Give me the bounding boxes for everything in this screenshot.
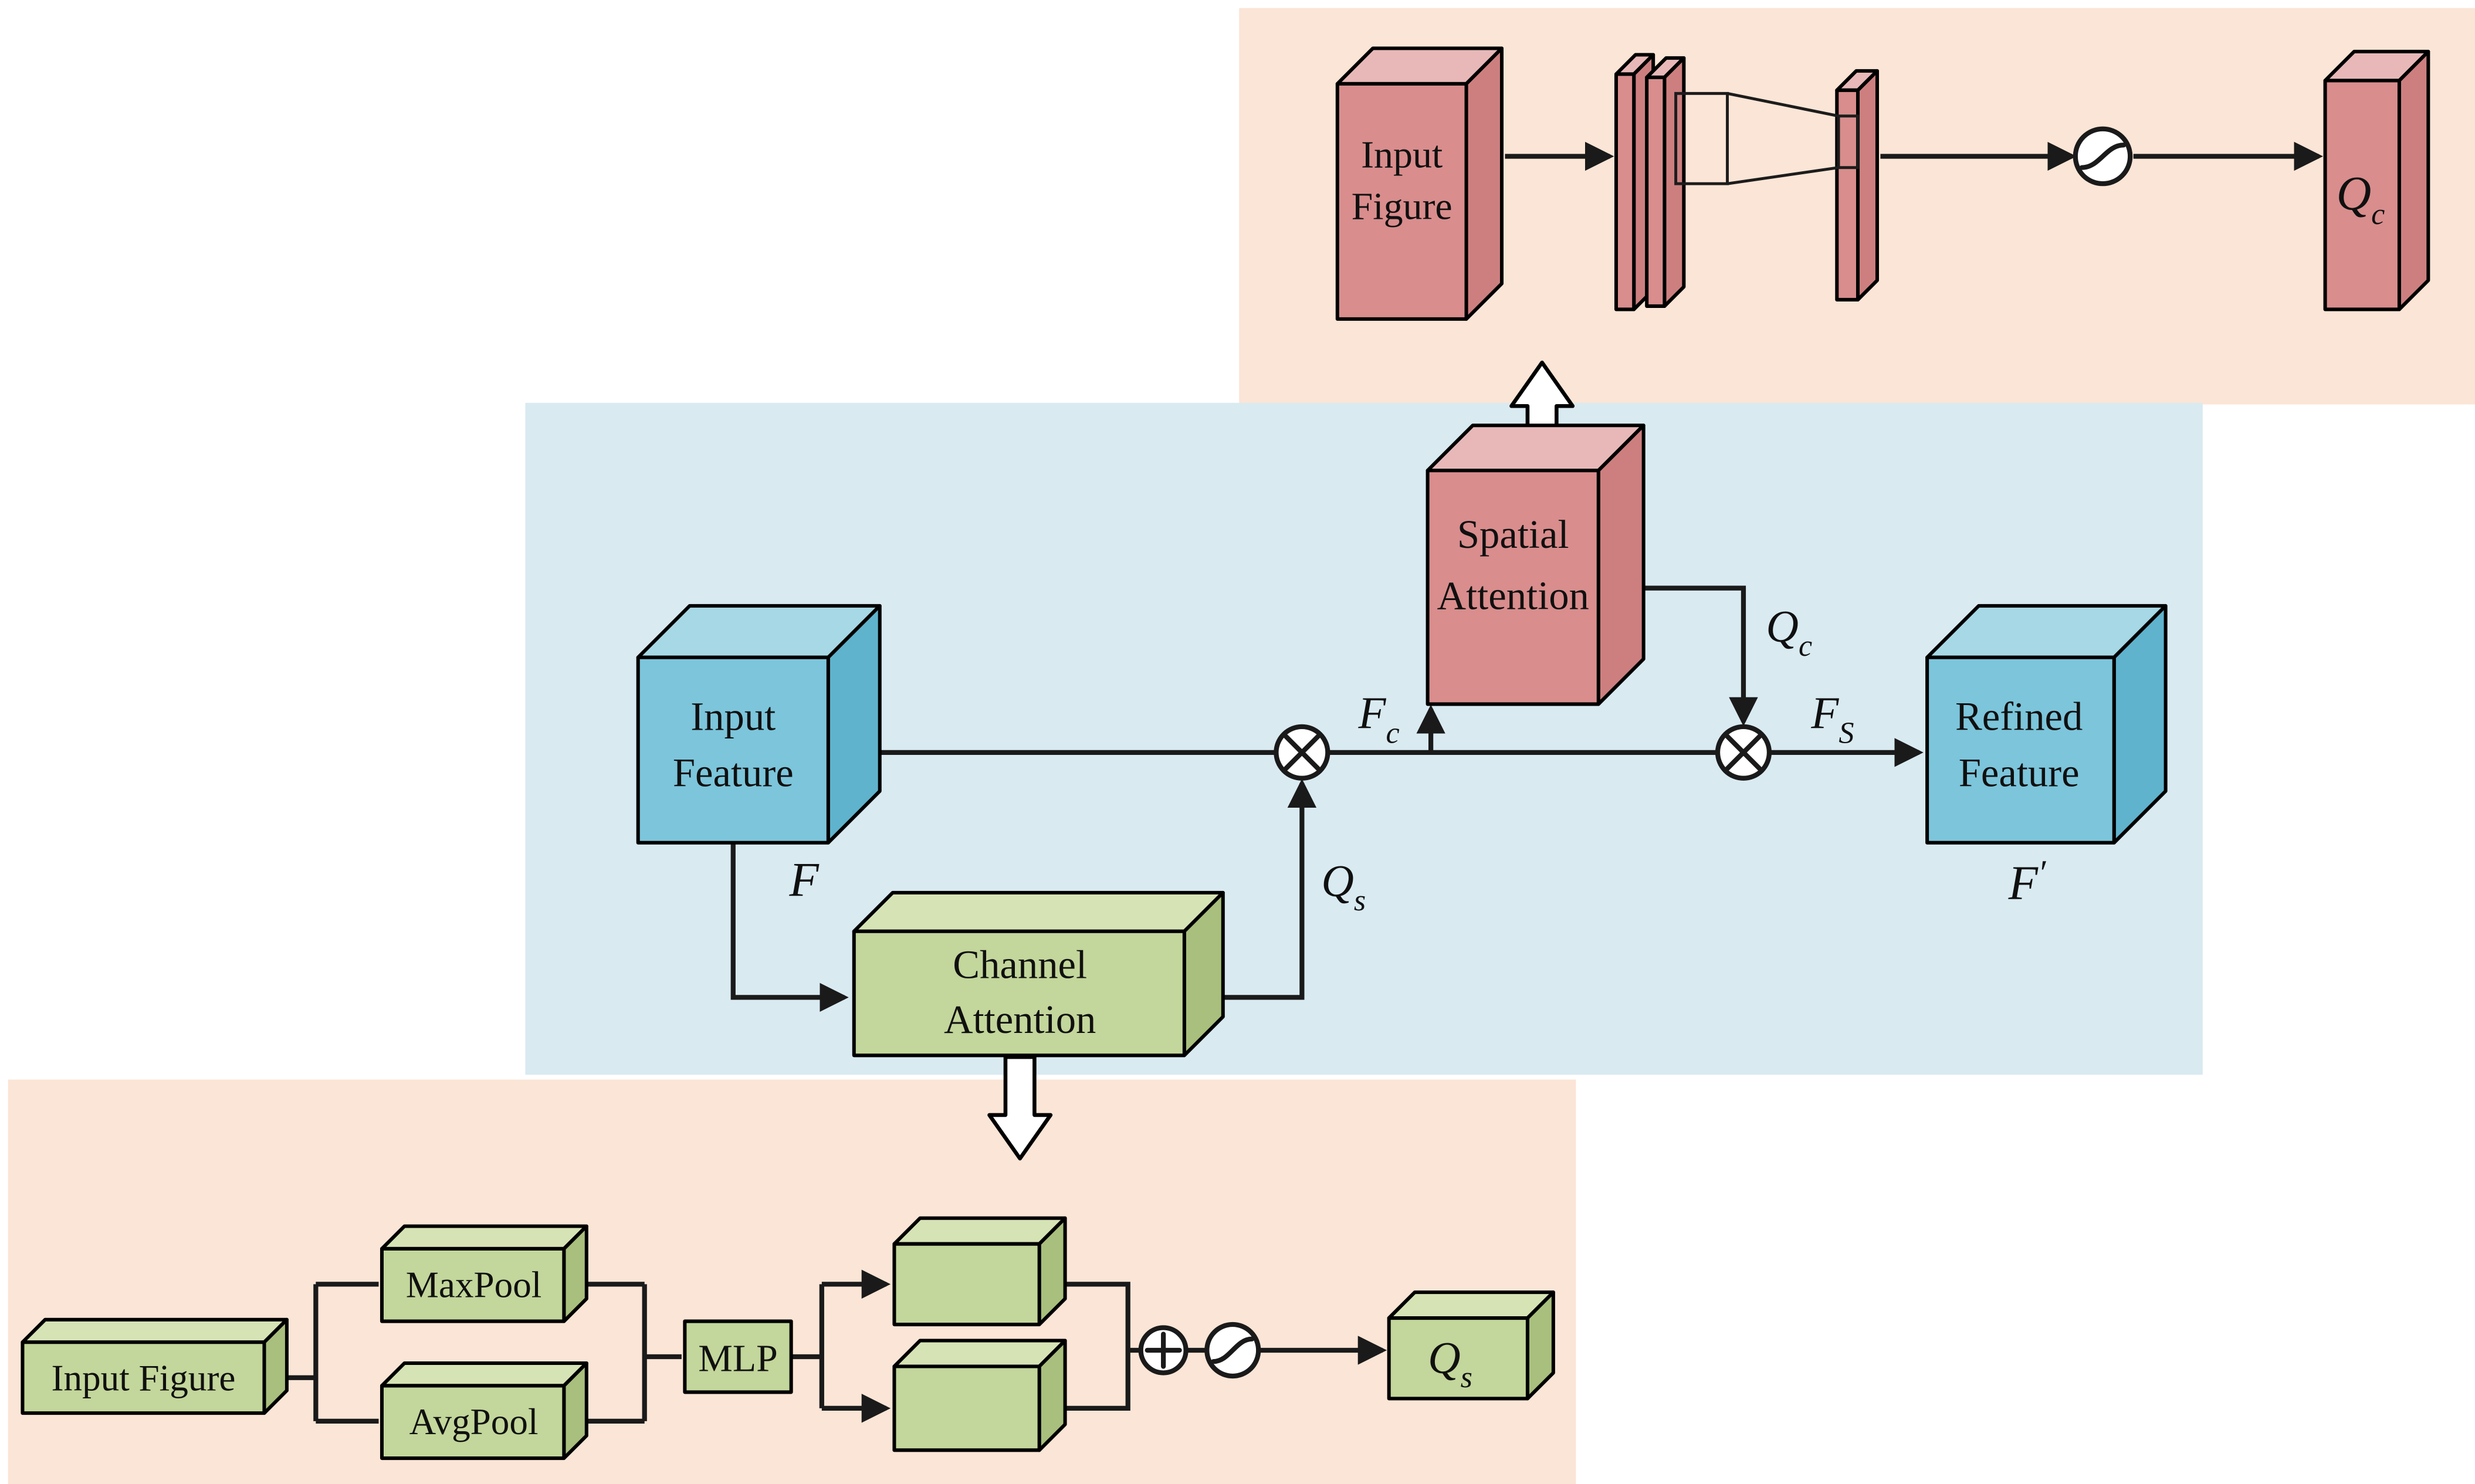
spatial-attention-label-1: Spatial [1457, 512, 1569, 557]
line-lower-feat-out [1065, 1350, 1130, 1411]
maxpool-label: MaxPool [406, 1264, 542, 1305]
mlp-box: MLP [683, 1319, 793, 1394]
maxpool-box: MaxPool [380, 1224, 588, 1323]
spatial-attention-label-2: Attention [1437, 573, 1589, 618]
hollow-arrow-down-icon [987, 1055, 1053, 1161]
avgpool-label: AvgPool [409, 1401, 539, 1442]
arrow-spatial-to-multiply2 [1641, 585, 1758, 727]
lower-feature-box [892, 1339, 1067, 1452]
conv-slab-b [1645, 56, 1686, 308]
fprime-label: F′ [2008, 853, 2046, 910]
avgpool-box: AvgPool [380, 1361, 588, 1461]
line-upper-feat-out [1065, 1282, 1130, 1350]
multiply-icon-1 [1274, 724, 1330, 781]
multiply-icon-2 [1715, 724, 1772, 781]
conv-receptive-field-wireframe [1674, 92, 1860, 185]
qs-label: Qs [1321, 855, 1366, 917]
mlp-label: MLP [698, 1337, 778, 1380]
fc-label: Fc [1358, 688, 1400, 750]
sigmoid-icon-top [2073, 126, 2133, 187]
channel-attention-detail: Input Figure MaxPool AvgPool MLP [21, 1216, 1555, 1461]
input-feature-box: Input Feature [636, 604, 882, 845]
channel-attention-label-1: Channel [953, 942, 1087, 987]
channel-attention-box: Channel Attention [852, 890, 1225, 1058]
spatial-attention-detail: Input Figure [1335, 46, 2430, 321]
qc-output-box: Qc [2323, 49, 2430, 311]
channel-detail-panel [8, 1079, 1576, 1484]
f-label: F [788, 853, 820, 906]
channel-input-figure-label: Input Figure [51, 1358, 235, 1399]
add-icon [1138, 1325, 1189, 1375]
qs-output-label: Qs [1428, 1332, 1472, 1394]
cbam-main-flow: Input Feature Spatial Attention Channel … [636, 423, 2168, 1058]
arrow-channel-to-multiply1 [1221, 778, 1317, 1000]
qs-output-box: Qs [1387, 1290, 1555, 1401]
channel-input-figure-box: Input Figure [21, 1317, 289, 1415]
spatial-input-figure-label-2: Figure [1352, 185, 1453, 228]
input-feature-label-1: Input [690, 694, 776, 738]
channel-attention-label-2: Attention [944, 997, 1096, 1042]
spatial-attention-box: Spatial Attention [1426, 423, 1646, 706]
qc-label: Qc [1766, 601, 1812, 663]
spatial-input-figure-box: Input Figure [1335, 46, 1504, 321]
refined-feature-label-1: Refined [1955, 694, 2083, 738]
qc-output-label: Qc [2337, 167, 2385, 231]
upper-feature-box [892, 1216, 1067, 1327]
refined-feature-box: Refined Feature [1925, 604, 2168, 845]
arrow-feature-to-channel [730, 842, 849, 1012]
spatial-input-figure-label-1: Input [1361, 134, 1443, 177]
input-feature-label-2: Feature [673, 751, 794, 795]
sigmoid-icon-bottom [1204, 1322, 1261, 1379]
refined-feature-label-2: Feature [1959, 751, 2080, 795]
fs-label: FS [1810, 688, 1854, 750]
conv-slab-c [1835, 69, 1879, 301]
